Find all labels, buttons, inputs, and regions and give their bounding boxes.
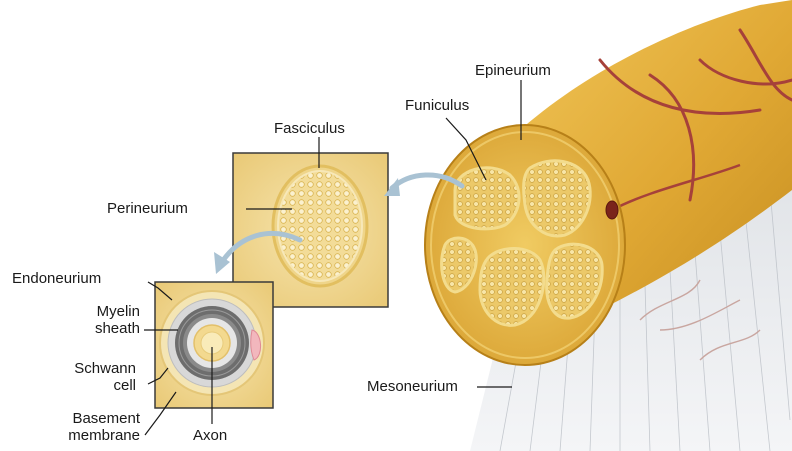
axon-zoom-box xyxy=(155,282,273,408)
label-funiculus: Funiculus xyxy=(405,97,469,114)
label-epineurium: Epineurium xyxy=(475,62,551,79)
label-myelin-sheath: Myelin sheath xyxy=(80,303,140,337)
label-perineurium: Perineurium xyxy=(107,200,188,217)
label-myelin-sheath-line2: sheath xyxy=(80,320,140,337)
label-basement-membrane-line1: Basement xyxy=(30,410,140,427)
label-basement-membrane: Basement membrane xyxy=(30,410,140,444)
label-axon: Axon xyxy=(193,427,227,444)
label-basement-membrane-line2: membrane xyxy=(30,427,140,444)
label-schwann-cell: Schwann cell xyxy=(56,360,136,394)
label-myelin-sheath-line1: Myelin xyxy=(80,303,140,320)
label-fasciculus: Fasciculus xyxy=(274,120,345,137)
label-schwann-cell-line1: Schwann xyxy=(56,360,136,377)
label-mesoneurium: Mesoneurium xyxy=(367,378,458,395)
label-endoneurium: Endoneurium xyxy=(12,270,101,287)
label-schwann-cell-line2: cell xyxy=(56,377,136,394)
